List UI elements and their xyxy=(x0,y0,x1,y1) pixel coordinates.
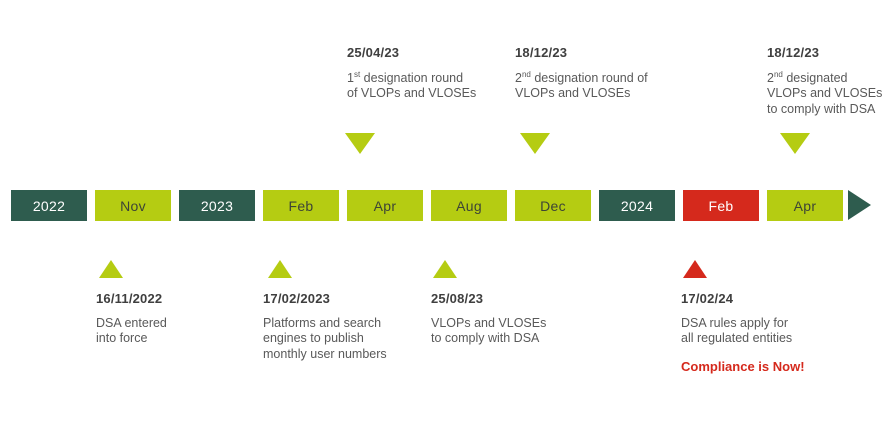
timeline-segment: Nov xyxy=(95,190,171,221)
timeline-bar: 2022 Nov 2023 Feb Apr Aug Dec 2024 Feb Apr xyxy=(11,190,843,221)
triangle-down-icon xyxy=(345,133,375,154)
milestone-text-line: all regulated entities xyxy=(681,331,793,345)
milestone-text-line: DSA rules apply for xyxy=(681,315,788,330)
milestone-text-line: monthly user numbers xyxy=(263,346,387,361)
timeline-segment: Dec xyxy=(515,190,591,221)
milestone-date: 25/08/23 xyxy=(431,291,484,306)
milestone-text-line: of VLOPs and VLOSEs xyxy=(347,86,477,100)
ordinal-suffix: nd xyxy=(521,69,531,79)
milestone-date: 17/02/24 xyxy=(681,291,734,306)
triangle-down-icon xyxy=(780,133,810,154)
compliance-note: Compliance is Now! xyxy=(681,358,805,374)
milestone-below-dsa-rules-apply: 17/02/24 DSA rules apply for all regulat… xyxy=(681,291,805,374)
milestone-text-line: VLOPs and VLOSEs xyxy=(431,315,547,330)
milestone-date: 18/12/23 xyxy=(515,45,568,60)
milestone-above-second-designation: 18/12/23 2nd designation round of VLOPs … xyxy=(515,45,648,102)
timeline-segment: 2023 xyxy=(179,190,255,221)
milestone-text-line: 1st designation round xyxy=(347,69,464,85)
ordinal-suffix: st xyxy=(353,69,361,79)
timeline-segment: 2022 xyxy=(11,190,87,221)
milestone-below-dsa-entered-force: 16/11/2022 DSA entered into force xyxy=(96,291,167,347)
milestone-date: 18/12/23 xyxy=(767,45,820,60)
triangle-up-icon xyxy=(268,260,292,278)
milestone-text-line: to comply with DSA xyxy=(431,331,540,345)
milestone-text-line: VLOPs and VLOSEs xyxy=(767,86,883,100)
milestone-above-second-designated-comply: 18/12/23 2nd designated VLOPs and VLOSEs… xyxy=(767,45,882,117)
timeline-segment: Aug xyxy=(431,190,507,221)
milestone-below-publish-user-numbers: 17/02/2023 Platforms and search engines … xyxy=(263,291,387,362)
milestone-text-line: engines to publish xyxy=(263,331,364,345)
milestone-date: 17/02/2023 xyxy=(263,291,331,306)
timeline-segment: 2024 xyxy=(599,190,675,221)
ordinal-suffix: nd xyxy=(773,69,783,79)
milestone-text-line: VLOPs and VLOSEs xyxy=(515,86,631,100)
milestone-date: 25/04/23 xyxy=(347,45,400,60)
milestone-text-line: into force xyxy=(96,331,148,345)
triangle-up-red-icon xyxy=(683,260,707,278)
milestone-text-line: 2nd designated xyxy=(767,69,848,85)
timeline-segment: Apr xyxy=(767,190,843,221)
triangle-up-icon xyxy=(433,260,457,278)
milestone-text-line: Platforms and search xyxy=(263,315,382,330)
milestone-date: 16/11/2022 xyxy=(96,291,163,306)
milestone-below-vlops-comply: 25/08/23 VLOPs and VLOSEs to comply with… xyxy=(431,291,546,347)
timeline-segment: Apr xyxy=(347,190,423,221)
timeline-arrow-icon xyxy=(848,190,871,220)
triangle-up-icon xyxy=(99,260,123,278)
milestone-text-line: to comply with DSA xyxy=(767,101,876,116)
triangle-down-icon xyxy=(520,133,550,154)
timeline-segment: Feb xyxy=(263,190,339,221)
milestone-above-first-designation: 25/04/23 1st designation round of VLOPs … xyxy=(347,45,476,102)
milestone-text-line: DSA entered xyxy=(96,315,167,330)
milestone-text-line: 2nd designation round of xyxy=(515,69,648,85)
timeline-segment: Feb xyxy=(683,190,759,221)
